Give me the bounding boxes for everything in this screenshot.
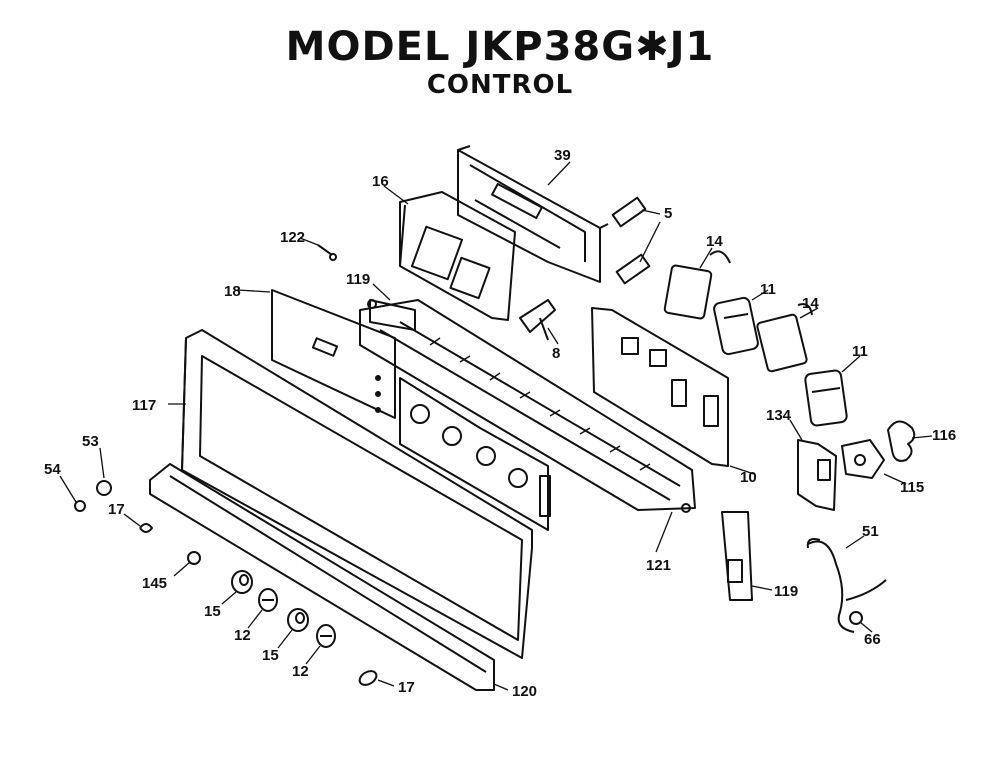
- part-115-switch: [841, 439, 885, 479]
- control-faceplate: [375, 375, 551, 531]
- label-145: 145: [142, 575, 167, 592]
- part-14-relay-b: [756, 303, 813, 373]
- label-17-b: 17: [398, 679, 415, 696]
- knob-12-b: [316, 624, 336, 648]
- part-120-trim: [149, 463, 495, 691]
- leader-lines: [59, 161, 933, 691]
- label-120: 120: [512, 683, 537, 700]
- part-14-relay-a: [663, 250, 731, 320]
- knob-15-b: [287, 608, 309, 632]
- knob-12-a: [258, 588, 278, 612]
- part-145-grommet: [187, 551, 201, 565]
- part-53-washer: [96, 480, 112, 496]
- label-11-b: 11: [852, 343, 868, 360]
- label-5: 5: [664, 205, 672, 222]
- part-5-connectors: [611, 196, 651, 285]
- callout-labels: 39 16 5 122 14 11 14 11 18 119 8 10 134 …: [44, 147, 956, 700]
- label-54: 54: [44, 461, 61, 478]
- part-117-frame: [181, 329, 533, 659]
- label-39: 39: [554, 147, 571, 164]
- label-18: 18: [224, 283, 241, 300]
- part-119-bracket-lower: [721, 511, 753, 601]
- knob-15-a: [231, 570, 253, 594]
- part-39-bracket: [457, 145, 609, 283]
- part-54-nut: [74, 500, 86, 512]
- label-11-a: 11: [760, 281, 776, 298]
- label-66: 66: [864, 631, 881, 648]
- label-17-a: 17: [108, 501, 125, 518]
- label-134: 134: [766, 407, 792, 424]
- label-115: 115: [900, 479, 924, 496]
- part-51-wire-harness: [806, 538, 887, 633]
- label-53: 53: [82, 433, 99, 450]
- label-116: 116: [932, 427, 956, 444]
- part-116-clip: [887, 420, 916, 462]
- part-17-clip-b: [358, 670, 378, 686]
- label-15-a: 15: [204, 603, 221, 620]
- part-8-switch: [519, 299, 556, 341]
- label-12-b: 12: [292, 663, 309, 680]
- label-12-a: 12: [234, 627, 251, 644]
- part-16-panel: [399, 191, 516, 321]
- part-11-relay-a: [713, 296, 759, 356]
- label-16: 16: [372, 173, 389, 190]
- part-11-relay-b: [804, 369, 848, 427]
- part-134-bracket: [797, 439, 837, 511]
- part-17-clip-a: [139, 523, 153, 533]
- part-121-board: [359, 299, 696, 513]
- label-10: 10: [740, 469, 757, 486]
- label-14-a: 14: [706, 233, 723, 250]
- part-10-relay-board: [591, 307, 729, 467]
- label-119-upper: 119: [346, 271, 370, 288]
- label-8: 8: [552, 345, 560, 362]
- label-14-b: 14: [802, 295, 819, 312]
- label-51: 51: [862, 523, 879, 540]
- label-122: 122: [280, 229, 305, 246]
- part-122-screw: [317, 244, 337, 261]
- label-121: 121: [646, 557, 671, 574]
- label-117: 117: [132, 397, 156, 414]
- label-15-b: 15: [262, 647, 279, 664]
- part-18-shield: [271, 289, 396, 419]
- label-119-lower: 119: [774, 583, 798, 600]
- model-title: MODEL JKP38G✱J1: [285, 24, 715, 70]
- section-subtitle: CONTROL: [426, 70, 574, 100]
